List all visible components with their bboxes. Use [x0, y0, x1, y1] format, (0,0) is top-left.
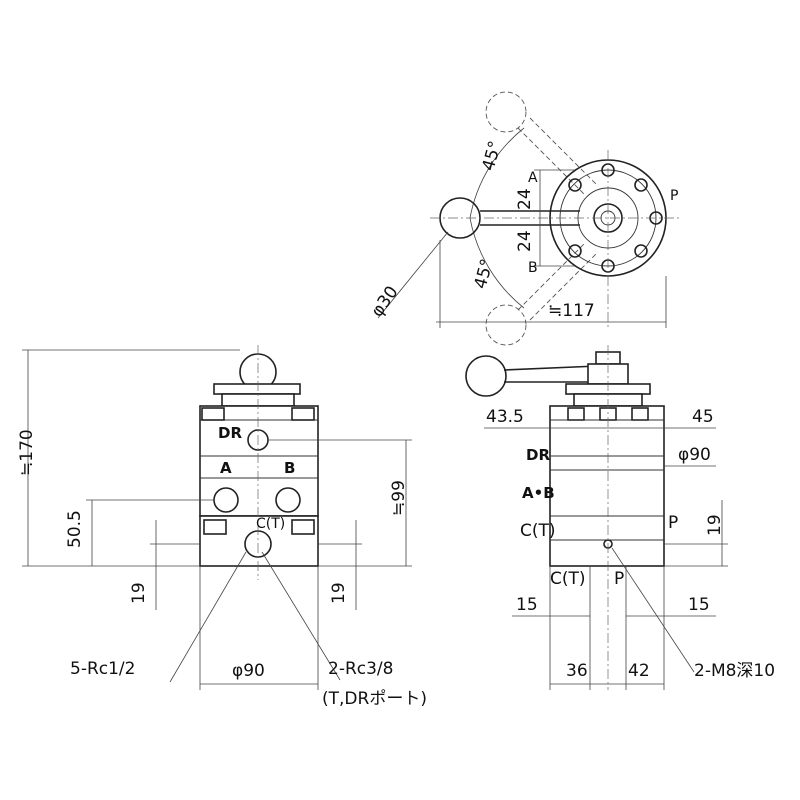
side-bottom-c: C(T): [550, 569, 586, 589]
side-dim-left: 43.5: [486, 407, 524, 427]
callout-ports: 5-Rc1/2: [70, 659, 135, 679]
angle-upper-label: 45°: [479, 139, 506, 173]
offset-a-label: 24: [515, 188, 535, 210]
side-port-c: C(T): [520, 521, 556, 541]
side-span-right: 42: [628, 661, 650, 681]
top-port-b: B: [528, 260, 538, 276]
callout-tdr-line2: (T,DRポート): [322, 689, 427, 709]
side-height-p: 19: [705, 514, 725, 536]
top-port-a: A: [528, 170, 538, 186]
knob-dia-label: φ30: [367, 283, 402, 321]
height-mid-label: ≒99: [389, 480, 409, 516]
height-c-left-label: 19: [129, 582, 149, 604]
top-view: 45° 45° 24 24 A B P φ30 ≒117: [367, 91, 680, 346]
side-edge-right: 15: [688, 595, 710, 615]
front-width-label: φ90: [232, 661, 265, 681]
front-port-dr: DR: [218, 424, 242, 442]
height-total-label: ≒170: [17, 429, 37, 476]
height-c-right-label: 19: [329, 582, 349, 604]
ghost-knob-upper: [485, 91, 527, 133]
side-dim-right: 45: [692, 407, 714, 427]
front-port-b: B: [284, 459, 295, 477]
side-port-ab: A•B: [522, 484, 555, 502]
side-body: [549, 405, 665, 567]
side-span-left: 36: [566, 661, 588, 681]
side-edge-left: 15: [516, 595, 538, 615]
height-ab-label: 50.5: [65, 510, 85, 548]
front-body: [199, 405, 319, 517]
front-view: ≒170 ≒99 50.5 19 19 DR A B C(T) φ90 5-Rc…: [17, 345, 427, 709]
front-port-c: C(T): [256, 516, 285, 532]
side-port-p: P: [668, 513, 678, 533]
side-dia-label: φ90: [678, 445, 711, 465]
offset-b-label: 24: [515, 230, 535, 252]
reach-label: ≒117: [548, 301, 595, 321]
front-port-a: A: [220, 459, 232, 477]
side-tapped-label: 2-M8深10: [694, 661, 775, 681]
ghost-knob-lower: [485, 304, 527, 346]
callout-tdr-line1: 2-Rc3/8: [328, 659, 393, 679]
side-bottom-p: P: [614, 569, 624, 589]
top-port-p: P: [670, 188, 678, 204]
side-view: 43.5 45 φ90 DR A•B C(T) P 19 C(T) P 15 1…: [465, 345, 775, 690]
angle-lower-label: 45°: [471, 257, 498, 291]
side-port-dr: DR: [526, 446, 550, 464]
